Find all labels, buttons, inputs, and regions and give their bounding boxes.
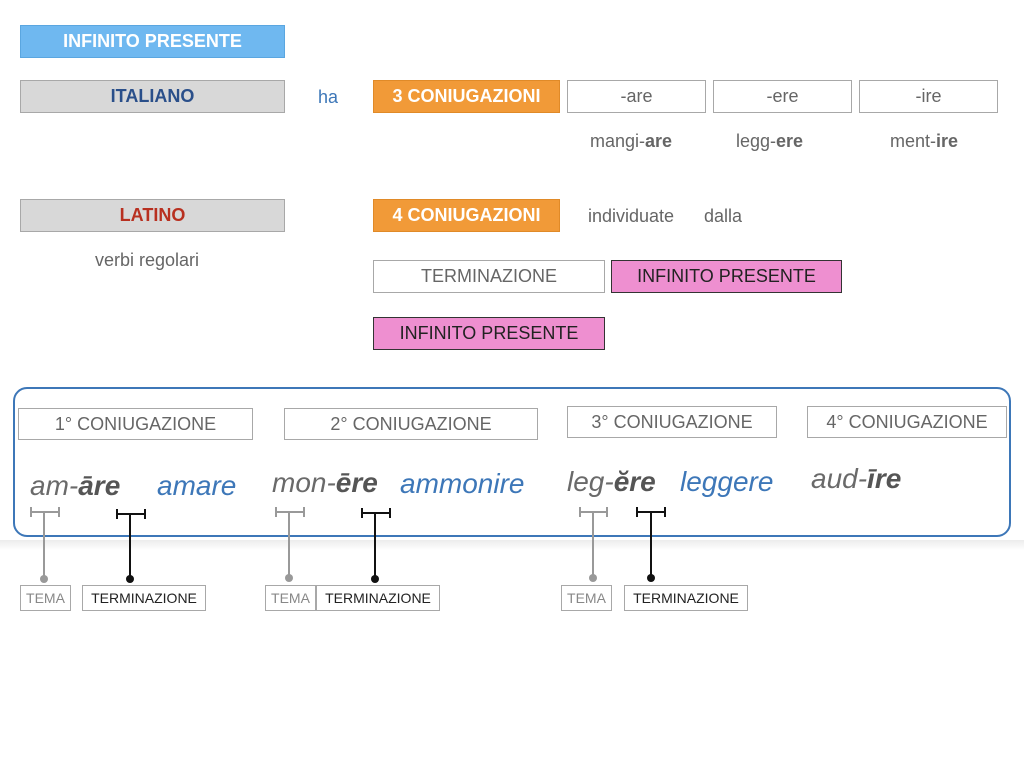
tema-label-1-text: TEMA — [26, 590, 65, 606]
terminazione-label-1: TERMINAZIONE — [82, 585, 206, 611]
connector-tema-3 — [579, 507, 608, 582]
conj-3-label-text: 3° CONIUGAZIONE — [591, 411, 753, 432]
latin-word-1-stem: am- — [30, 470, 79, 501]
latin-word-4: aud-īre — [811, 463, 901, 495]
latin-conj-count-text: 4 CONIUGAZIONI — [392, 205, 541, 225]
latin-word-3: leg-ĕre — [567, 466, 656, 498]
latin-by: dalla — [704, 206, 743, 226]
connector-term-3 — [636, 507, 666, 582]
italian-ending-are-text: -are — [620, 86, 653, 106]
italian-ending-ire-text: -ire — [915, 86, 942, 106]
italian-example-2: legg-ere — [736, 131, 803, 152]
tema-label-3-text: TEMA — [567, 590, 606, 606]
page-title-text: INFINITO PRESENTE — [63, 31, 242, 51]
termination-box-text: TERMINAZIONE — [420, 266, 557, 286]
italian-conj-count: 3 CONIUGAZIONI — [373, 80, 560, 113]
frame-shadow — [0, 540, 1024, 550]
latin-word-2: mon-ēre — [272, 467, 378, 499]
conj-4-label-text: 4° CONIUGAZIONE — [826, 411, 988, 432]
gloss-2: ammonire — [400, 468, 525, 499]
latin-note: verbi regolari — [95, 250, 200, 270]
conj-2-label-text: 2° CONIUGAZIONE — [330, 413, 492, 434]
tema-label-3: TEMA — [561, 585, 612, 611]
terminazione-label-2: TERMINAZIONE — [316, 585, 440, 611]
conj-4-label: 4° CONIUGAZIONE — [807, 406, 1007, 438]
italian-example-3-ending: ire — [936, 131, 959, 151]
latin-word-3-ending: ĕre — [613, 466, 656, 497]
conj-1-label: 1° CONIUGAZIONE — [18, 408, 253, 440]
gloss-3: leggere — [680, 466, 774, 497]
latin-word-4-ending: īre — [867, 463, 902, 494]
infinitive-box-below-text: INFINITO PRESENTE — [399, 323, 579, 343]
latino-label: LATINO — [20, 199, 285, 232]
connector-term-2 — [361, 508, 391, 583]
infinitive-box-below: INFINITO PRESENTE — [373, 317, 605, 350]
italian-example-1-stem: mangi- — [590, 131, 646, 151]
italian-ending-ire: -ire — [859, 80, 998, 113]
latin-word-4-stem: aud- — [811, 463, 868, 494]
italiano-label: ITALIANO — [20, 80, 285, 113]
latin-conj-count: 4 CONIUGAZIONI — [373, 199, 560, 232]
terminazione-label-2-text: TERMINAZIONE — [325, 590, 431, 606]
terminazione-label-3: TERMINAZIONE — [624, 585, 748, 611]
latin-identified: individuate — [588, 206, 675, 226]
conj-2-label: 2° CONIUGAZIONE — [284, 408, 538, 440]
latin-word-2-ending: ēre — [335, 467, 378, 498]
italian-example-3: ment-ire — [890, 131, 958, 152]
terminazione-label-1-text: TERMINAZIONE — [91, 590, 197, 606]
italian-ending-ere: -ere — [713, 80, 852, 113]
tema-label-2: TEMA — [265, 585, 316, 611]
tema-label-1: TEMA — [20, 585, 71, 611]
conj-1-label-text: 1° CONIUGAZIONE — [54, 413, 217, 434]
italian-conj-count-text: 3 CONIUGAZIONI — [392, 86, 541, 106]
page-title: INFINITO PRESENTE — [20, 25, 285, 58]
gloss-1: amare — [157, 470, 237, 501]
italian-example-1: mangi-are — [590, 131, 672, 152]
italian-example-2-stem: legg- — [736, 131, 777, 151]
infinitive-box-right: INFINITO PRESENTE — [611, 260, 842, 293]
latin-word-1: am-āre — [30, 470, 120, 502]
italian-ending-ere-text: -ere — [766, 86, 799, 106]
italian-example-1-ending: are — [645, 131, 673, 151]
tema-label-2-text: TEMA — [271, 590, 310, 606]
terminazione-label-3-text: TERMINAZIONE — [633, 590, 739, 606]
italian-ending-are: -are — [567, 80, 706, 113]
conj-3-label: 3° CONIUGAZIONE — [567, 406, 777, 438]
italian-example-3-stem: ment- — [890, 131, 937, 151]
italian-verb: ha — [318, 87, 339, 107]
italiano-label-text: ITALIANO — [110, 86, 195, 106]
connector-tema-1 — [30, 507, 60, 583]
infinitive-box-right-text: INFINITO PRESENTE — [637, 266, 816, 286]
latin-word-1-ending: āre — [78, 470, 121, 501]
italian-example-2-ending: ere — [776, 131, 804, 151]
connector-term-1 — [116, 509, 146, 583]
termination-box: TERMINAZIONE — [373, 260, 605, 293]
latin-word-2-stem: mon- — [272, 467, 336, 498]
latino-label-text: LATINO — [119, 205, 186, 225]
connector-tema-2 — [275, 507, 305, 582]
conjugations-frame — [13, 387, 1011, 537]
latin-word-3-stem: leg- — [567, 466, 614, 497]
